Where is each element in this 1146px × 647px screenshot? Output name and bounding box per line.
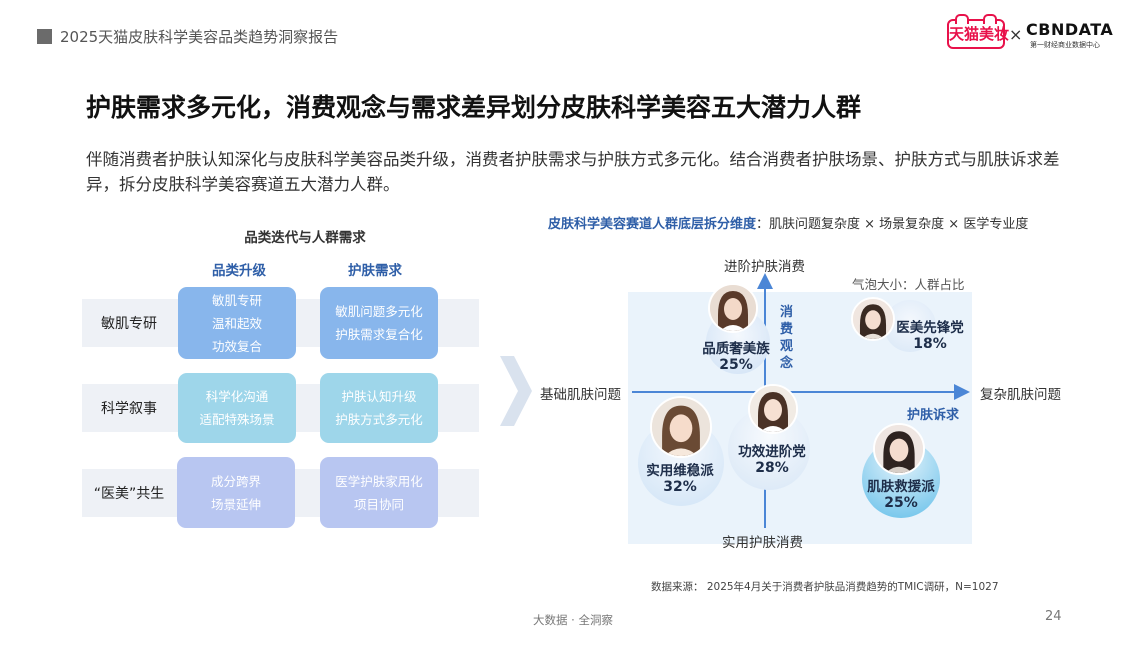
group-share: 25% [719, 357, 753, 373]
intro-paragraph: 伴随消费者护肤认知深化与皮肤科学美容品类升级，消费者护肤需求与护肤方式多元化。结… [86, 150, 1060, 194]
box-line: 温和起效 [211, 315, 262, 331]
header-square-icon [37, 29, 52, 44]
group-share: 28% [755, 460, 789, 476]
box-row1-needs: 敏肌问题多元化 护肤需求复合化 [320, 287, 438, 359]
axis-label-top: 进阶护肤消费 [724, 259, 805, 275]
box-line: 成分跨界 [210, 473, 261, 489]
box-line: 敏肌专研 [211, 292, 262, 308]
avatar-efficacy-advanced [748, 384, 798, 434]
box-row2-needs: 护肤认知升级 护肤方式多元化 [320, 373, 438, 443]
avatar-aesthetic-pioneer [851, 297, 895, 341]
axis-label-right: 复杂肌肤问题 [980, 387, 1061, 403]
axis-label-left: 基础肌肤问题 [540, 387, 621, 403]
footer-slogan: 大数据 · 全洞察 [533, 613, 613, 627]
page-number: 24 [1045, 609, 1062, 624]
logo-ear-right [983, 14, 997, 24]
box-line: 适配特殊场景 [199, 412, 275, 427]
report-title: 2025天猫皮肤科学美容品类趋势洞察报告 [60, 28, 339, 46]
group-share: 25% [884, 495, 918, 511]
box-line: 项目协同 [353, 496, 404, 512]
box-line: 功效复合 [211, 338, 262, 354]
group-name: 医美先锋党 [896, 320, 964, 336]
group-name: 实用维稳派 [646, 463, 714, 479]
group-share: 18% [913, 336, 947, 352]
logo-ear-left [955, 14, 969, 24]
box-line: 科学化沟通 [205, 389, 269, 404]
group-skin-rescue: 肌肤救援派 25% [860, 475, 942, 511]
row-label-science-narrative: 科学叙事 [101, 401, 157, 417]
box-row1-category: 敏肌专研 温和起效 功效复合 [178, 287, 296, 359]
box-line: 护肤方式多元化 [335, 412, 423, 427]
column-header-category-upgrade: 品类升级 [212, 263, 266, 279]
bubble-size-note: 气泡大小：人群占比 [852, 277, 965, 292]
box-line: 敏肌问题多元化 [335, 304, 423, 319]
cbndata-logo-subtitle: 第一财经商业数据中心 [1030, 41, 1100, 49]
avatar-skin-rescue [873, 423, 925, 475]
avatar-practical-stable [650, 396, 712, 458]
group-name: 肌肤救援派 [867, 479, 935, 495]
group-aesthetic-pioneer: 医美先锋党 18% [889, 316, 971, 352]
horizontal-axis-name: 护肤诉求 [907, 408, 960, 423]
left-diagram-title: 品类迭代与人群需求 [244, 230, 366, 246]
right-chart-title-highlight: 皮肤科学美容赛道人群底层拆分维度 [548, 217, 757, 232]
tmall-beauty-logo: 天猫美妆 [947, 14, 1009, 49]
group-efficacy-advanced: 功效进阶党 28% [730, 440, 814, 476]
box-row2-category: 科学化沟通 适配特殊场景 [178, 373, 296, 443]
group-name: 品质奢美族 [702, 341, 770, 357]
group-practical-stable: 实用维稳派 32% [638, 459, 722, 495]
axis-label-bottom: 实用护肤消费 [722, 535, 803, 551]
column-header-skincare-needs: 护肤需求 [348, 263, 402, 279]
chevron-right-icon [500, 356, 532, 426]
avatar-quality-luxury [708, 283, 758, 333]
right-chart-title: 皮肤科学美容赛道人群底层拆分维度：肌肤问题复杂度 × 场景复杂度 × 医学专业度 [548, 213, 1028, 232]
box-row3-needs: 医学护肤家用化 项目协同 [320, 457, 438, 528]
tmall-logo-text: 天猫美妆 [949, 25, 1010, 43]
box-line: 护肤需求复合化 [335, 327, 423, 342]
row-label-aesthetic-medicine: “医美”共生 [93, 486, 165, 502]
right-chart-title-rest: ：肌肤问题复杂度 × 场景复杂度 × 医学专业度 [756, 217, 1029, 232]
box-row3-category: 成分跨界 场景延伸 [177, 457, 295, 528]
group-name: 功效进阶党 [738, 444, 806, 460]
box-line: 医学护肤家用化 [335, 473, 423, 489]
group-share: 32% [663, 479, 697, 495]
cbndata-logo: CBNDATA [1026, 20, 1114, 39]
row-label-sensitive-skin: 敏肌专研 [101, 316, 157, 332]
logo-separator: × [1009, 25, 1023, 44]
page-title: 护肤需求多元化，消费观念与需求差异划分皮肤科学美容五大潜力人群 [86, 93, 862, 122]
box-line: 护肤认知升级 [341, 389, 417, 404]
vertical-axis-name: 消费观念 [780, 305, 794, 371]
box-line: 场景延伸 [210, 496, 261, 512]
data-source-note: 数据来源： 2025年4月关于消费者护肤品消费趋势的TMIC调研，N=1027 [651, 581, 999, 593]
group-quality-luxury: 品质奢美族 25% [696, 337, 776, 373]
